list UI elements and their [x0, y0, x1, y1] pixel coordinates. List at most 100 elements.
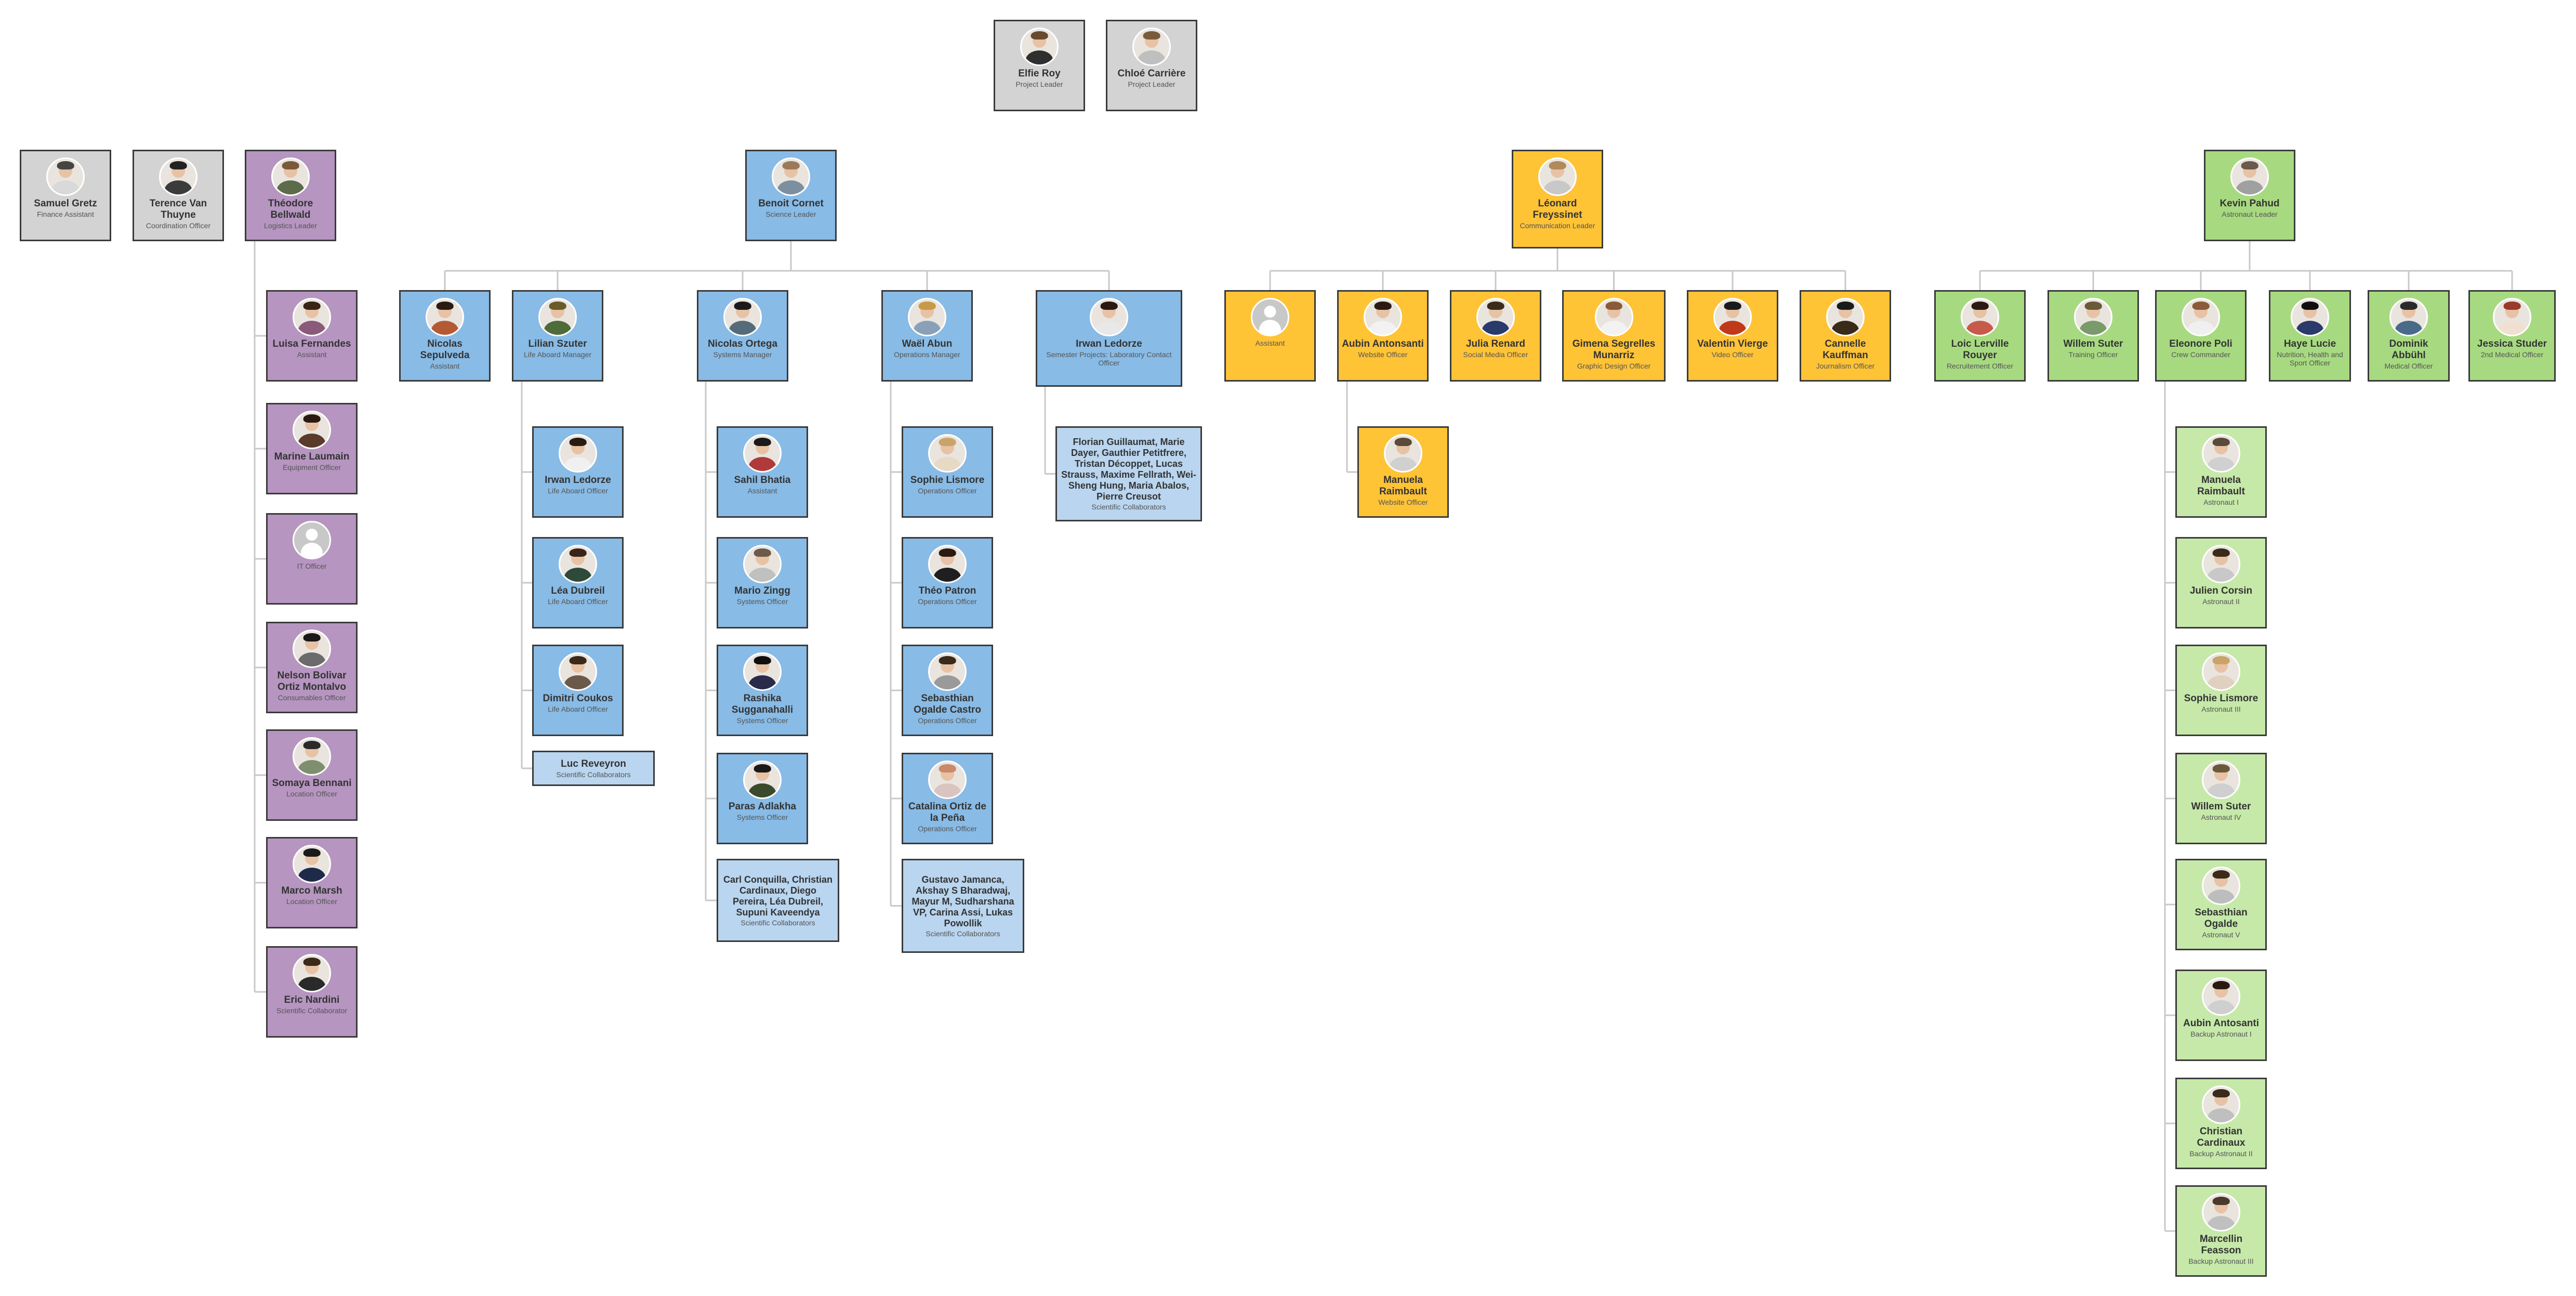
node-name: Florian Guillaumat, Marie Dayer, Gauthie… — [1061, 437, 1196, 502]
node-role: Video Officer — [1711, 350, 1754, 359]
avatar — [2202, 867, 2240, 905]
node-name: Sebasthian Ogalde — [2195, 907, 2248, 930]
node-name: Sebasthian Ogalde Castro — [914, 693, 981, 715]
avatar — [928, 761, 967, 799]
node-role: Semester Projects: Laboratory Contact Of… — [1046, 350, 1172, 367]
node-name: Léonard Freyssinet — [1533, 198, 1582, 220]
node-name: Carl Conquilla, Christian Cardinaux, Die… — [723, 874, 833, 918]
node-role: Life Aboard Officer — [548, 597, 608, 606]
node-role: Operations Officer — [918, 824, 977, 833]
avatar — [2389, 298, 2428, 336]
node-name: Sophie Lismore — [910, 475, 985, 486]
avatar — [2202, 434, 2240, 473]
node-role: Science Leader — [765, 210, 816, 218]
avatar — [1364, 298, 1402, 336]
node-name: Catalina Ortiz de la Peña — [908, 801, 986, 823]
avatar — [928, 434, 967, 473]
node-name: Mario Zingg — [734, 585, 790, 596]
node-name: Sahil Bhatia — [734, 475, 791, 486]
node-role: Scientific Collaborator — [276, 1006, 348, 1015]
node-name: Haye Lucie — [2283, 338, 2336, 349]
node-name: Théo Patron — [918, 585, 976, 596]
node-name: Marcellin Feasson — [2199, 1234, 2243, 1256]
node-role: Website Officer — [1358, 350, 1408, 359]
avatar — [1476, 298, 1515, 336]
node-role: Training Officer — [2068, 350, 2118, 359]
avatar — [743, 434, 782, 473]
node-role: Systems Manager — [713, 350, 772, 359]
org-node-semester-collab[interactable]: Florian Guillaumat, Marie Dayer, Gauthie… — [1055, 426, 1202, 521]
node-name: Dimitri Coukos — [543, 693, 613, 704]
org-node-comm-assistant[interactable]: Assistant — [1224, 290, 1316, 382]
node-name: Irwan Ledorze — [545, 475, 611, 486]
avatar — [559, 434, 597, 473]
node-name: Aubin Antosanti — [2183, 1018, 2259, 1029]
org-node-itofficer[interactable]: IT Officer — [266, 513, 358, 605]
org-node-ops-collab[interactable]: Gustavo Jamanca, Akshay S Bharadwaj, May… — [902, 859, 1024, 953]
avatar — [928, 652, 967, 691]
node-role: Website Officer — [1378, 498, 1428, 506]
avatar — [772, 158, 810, 196]
node-name: Irwan Ledorze — [1076, 338, 1142, 349]
node-role: Assistant — [1255, 339, 1285, 347]
node-role: Logistics Leader — [264, 221, 317, 230]
node-name: Somaya Bennani — [272, 778, 352, 789]
org-node-systems-collab[interactable]: Carl Conquilla, Christian Cardinaux, Die… — [717, 859, 839, 942]
avatar — [1594, 298, 1633, 336]
avatar — [559, 545, 597, 583]
